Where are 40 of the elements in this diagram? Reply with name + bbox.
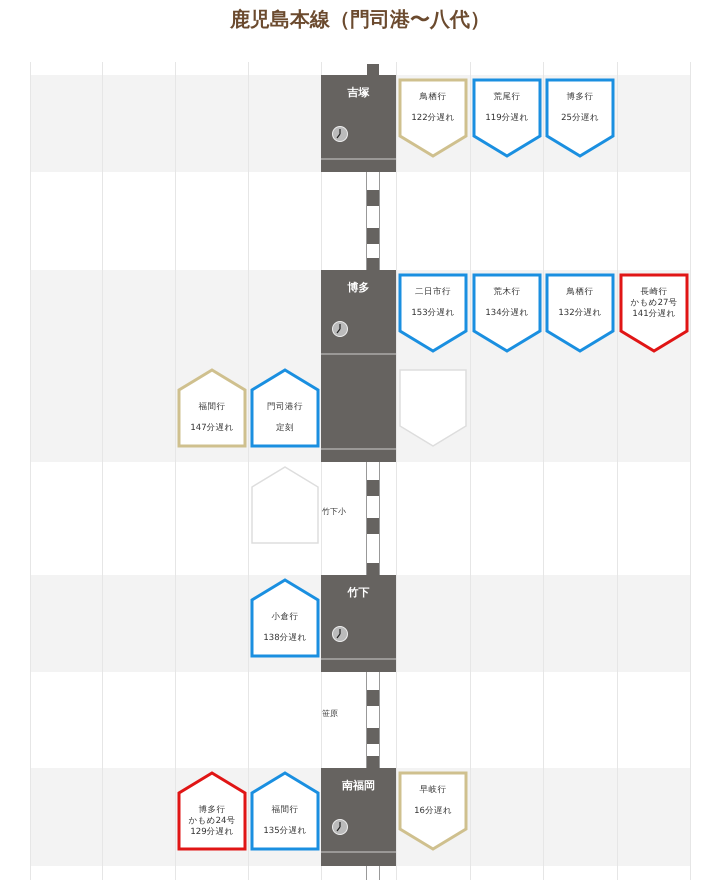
delay-text: 134分遅れ — [484, 308, 530, 319]
destination-text: 鳥栖行 — [418, 92, 448, 103]
station-box — [321, 575, 396, 672]
delay-text: 132分遅れ — [557, 308, 603, 319]
delay-text: 147分遅れ — [189, 423, 235, 434]
delay-text: 153分遅れ — [410, 308, 456, 319]
delay-text: 119分遅れ — [484, 113, 530, 124]
section-label: 竹下小 — [322, 506, 346, 517]
train-name: かもめ24号 — [188, 816, 236, 826]
destination-text: 荒尾行 — [492, 92, 522, 103]
delay-text: 129分遅れ — [189, 826, 235, 838]
diagram-title: 鹿児島本線（門司港〜八代） — [228, 6, 491, 33]
delay-text: 138分遅れ — [262, 633, 308, 644]
destination-text: 鳥栖行 — [566, 287, 594, 298]
station-box — [321, 270, 396, 462]
delay-text: 122分遅れ — [410, 113, 456, 124]
destination-text: 博多行 — [198, 804, 226, 816]
station-name: 南福岡 — [341, 778, 376, 793]
destination-text: 早岐行 — [418, 785, 448, 796]
destination-text: 二日市行 — [414, 287, 452, 298]
station-name: 竹下 — [346, 585, 370, 600]
delay-text: 25分遅れ — [560, 113, 600, 124]
delay-text: 135分遅れ — [262, 826, 308, 837]
station-name: 博多 — [346, 280, 370, 295]
delay-text: 16分遅れ — [413, 806, 453, 817]
destination-text: 福間行 — [198, 402, 226, 413]
destination-text: 門司港行 — [266, 402, 304, 413]
destination-text: 長崎行 — [640, 286, 668, 298]
delay-text: 141分遅れ — [631, 308, 677, 320]
destination-text: 福間行 — [270, 805, 300, 816]
destination-text: 小倉行 — [270, 612, 300, 623]
station-name: 吉塚 — [346, 85, 370, 100]
section-label: 笹原 — [322, 708, 338, 719]
station-box — [321, 768, 396, 866]
destination-text: 博多行 — [566, 92, 594, 103]
station-box — [321, 75, 396, 172]
delay-text: 定刻 — [275, 423, 295, 434]
train-name: かもめ27号 — [630, 298, 678, 308]
destination-text: 荒木行 — [492, 287, 522, 298]
empty-train-marker — [250, 465, 320, 545]
